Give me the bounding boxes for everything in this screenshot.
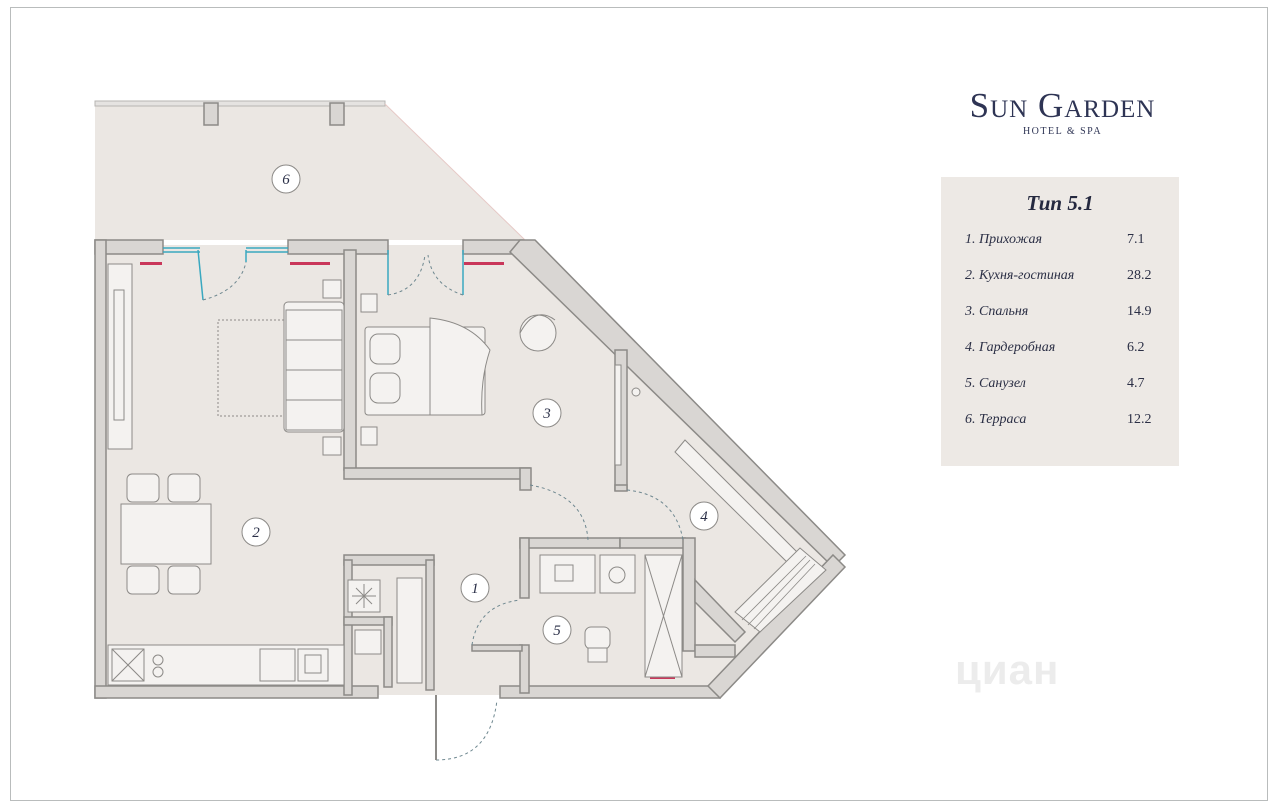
- room-legend: Тип 5.1 1. Прихожая 7.1 2. Кухня-гостина…: [941, 177, 1179, 466]
- brand-name: Sun Garden: [969, 86, 1156, 125]
- windows: [163, 247, 464, 301]
- legend-room-area: 7.1: [1127, 232, 1145, 247]
- legend-title: Тип 5.1: [1026, 191, 1094, 215]
- room-badge-5: [542, 615, 572, 645]
- legend-row: 2. Кухня-гостиная 28.2: [941, 268, 1179, 304]
- bathroom-fixtures: [539, 554, 683, 678]
- room-badge-6: [271, 164, 301, 194]
- room-number-6: 6: [282, 172, 290, 188]
- terrace-edge: [384, 103, 526, 241]
- hallway-fixtures: [347, 577, 423, 684]
- room-number-3: 3: [542, 406, 551, 422]
- legend-room-area: 28.2: [1127, 268, 1152, 283]
- walls: [94, 239, 847, 700]
- legend-room-area: 12.2: [1127, 412, 1152, 427]
- wardrobe: [674, 439, 827, 633]
- terrace-column: [329, 102, 345, 126]
- legend-room-name: 5. Санузел: [965, 376, 1026, 391]
- terrace-column: [203, 102, 219, 126]
- legend-row: 3. Спальня 14.9: [941, 304, 1179, 340]
- wardrobe-shelves: [741, 555, 816, 630]
- room-badge-3: [532, 398, 562, 428]
- room-number-5: 5: [553, 623, 561, 639]
- door-swings: [202, 254, 684, 761]
- legend-room-area: 14.9: [1127, 304, 1152, 319]
- terrace-floor: [95, 104, 525, 240]
- room-number-1: 1: [471, 581, 479, 597]
- legend-row: 5. Санузел 4.7: [941, 376, 1179, 412]
- brand-subtitle: HOTEL & SPA: [1022, 126, 1103, 137]
- legend-room-name: 3. Спальня: [965, 304, 1029, 319]
- room-badge-1: [460, 573, 490, 603]
- terrace-railing: [94, 100, 386, 107]
- room-badge-4: [689, 501, 719, 531]
- legend-row: 1. Прихожая 7.1: [941, 232, 1179, 268]
- legend-room-name: 1. Прихожая: [965, 232, 1042, 247]
- legend-room-name: 6. Терраса: [965, 412, 1027, 427]
- bedroom-furniture: [360, 293, 641, 466]
- page-frame: [10, 7, 1268, 801]
- room-numbers: [241, 164, 719, 645]
- legend-row: 6. Терраса 12.2: [941, 412, 1179, 448]
- room-badge-2: [241, 517, 271, 547]
- legend-room-name: 4. Гардеробная: [965, 340, 1056, 355]
- living-furniture: [107, 263, 345, 686]
- room-number-2: 2: [252, 525, 260, 541]
- legend-room-area: 4.7: [1127, 376, 1145, 391]
- room-number-4: 4: [700, 509, 708, 525]
- watermark: циан: [955, 646, 1060, 693]
- brand-logo: Sun Garden HOTEL & SPA: [945, 86, 1180, 137]
- legend-room-area: 6.2: [1127, 340, 1145, 355]
- legend-room-name: 2. Кухня-гостиная: [965, 268, 1075, 283]
- legend-row: 4. Гардеробная 6.2: [941, 340, 1179, 376]
